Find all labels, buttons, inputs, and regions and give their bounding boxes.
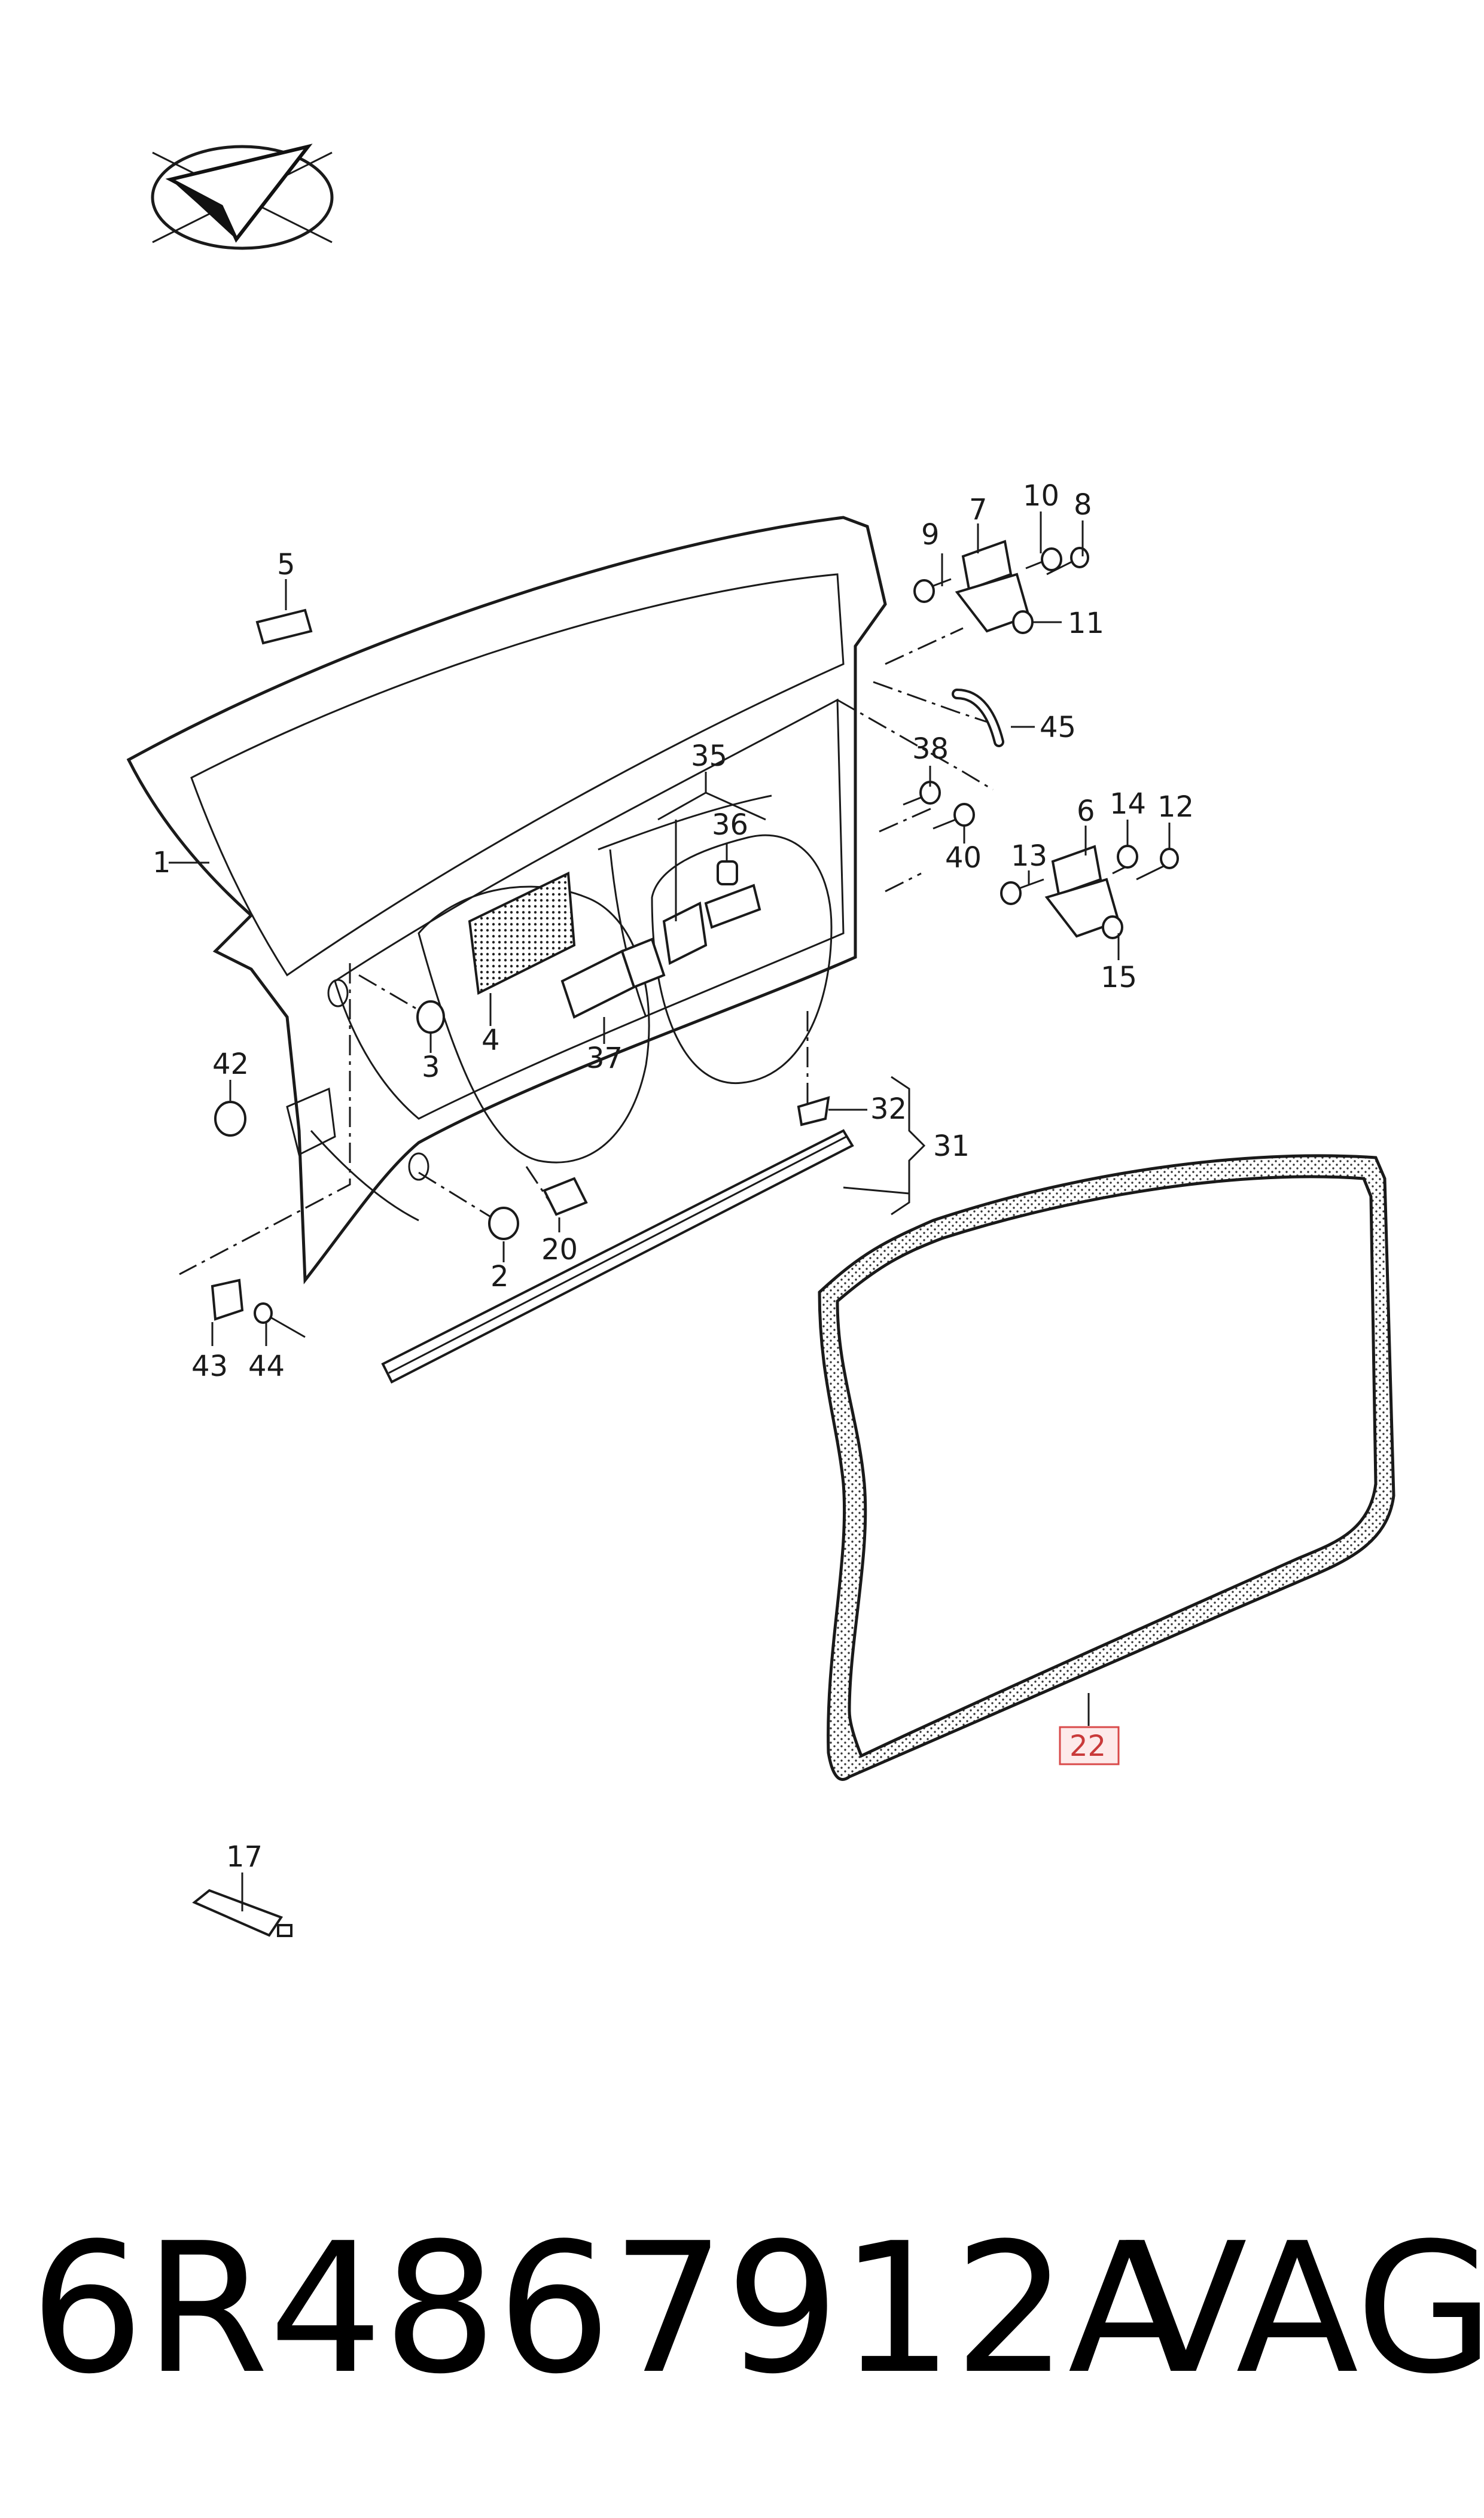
- label-sticker-part: [255, 608, 313, 645]
- lower-hinge-part: [1000, 845, 1179, 939]
- hose-part: [952, 689, 1004, 747]
- bolt-parts: [903, 781, 975, 830]
- callout-36: 36: [712, 808, 748, 842]
- callout-35: 35: [691, 739, 727, 773]
- callout-8: 8: [1074, 488, 1092, 522]
- callout-43: 43: [191, 1350, 228, 1383]
- callout-40: 40: [945, 841, 982, 875]
- callout-45: 45: [1040, 711, 1076, 744]
- orientation-logo-icon: [151, 144, 334, 250]
- callout-31: 31: [933, 1129, 970, 1163]
- bracket-parts: [211, 1278, 306, 1338]
- callout-9: 9: [921, 518, 940, 552]
- handle-assembly-part: [662, 860, 761, 966]
- clip-part: [797, 1096, 830, 1126]
- callout-12: 12: [1157, 790, 1194, 824]
- tailgate-panel: [126, 516, 887, 1284]
- adhesive-tube-part: [192, 1889, 292, 1937]
- grommet-parts: [214, 1000, 588, 1240]
- footer: 6R4867912A VAG: [0, 2202, 1484, 2453]
- callout-leaders: [169, 511, 1171, 1911]
- callout-3: 3: [422, 1051, 440, 1084]
- callout-42: 42: [212, 1048, 249, 1081]
- callout-44: 44: [248, 1350, 285, 1383]
- callout-17: 17: [226, 1840, 263, 1874]
- callout-14: 14: [1110, 787, 1146, 821]
- callout-15: 15: [1101, 961, 1137, 994]
- callout-6: 6: [1077, 794, 1095, 828]
- callout-38: 38: [912, 732, 949, 766]
- callout-7: 7: [969, 493, 988, 526]
- callout-11: 11: [1068, 607, 1104, 640]
- callout-22-highlight: 22: [1059, 1726, 1120, 1765]
- lock-module-part: [560, 937, 666, 1019]
- callout-10: 10: [1023, 479, 1059, 513]
- tailgate-seal-part: [818, 1154, 1395, 1781]
- sound-insulation-pad-part: [468, 871, 576, 995]
- callout-13: 13: [1011, 839, 1047, 873]
- callout-22: 22: [1069, 1730, 1106, 1763]
- callout-5: 5: [277, 548, 295, 581]
- part-number: 6R4867912A: [30, 2205, 1191, 2413]
- callout-20: 20: [541, 1233, 578, 1266]
- trim-strip-part: [381, 1129, 854, 1384]
- callout-37: 37: [586, 1042, 623, 1075]
- brand-name: VAG: [1125, 2205, 1484, 2413]
- callout-1: 1: [153, 846, 171, 879]
- upper-hinge-part: [913, 540, 1089, 634]
- callout-32: 32: [870, 1092, 907, 1126]
- callout-4: 4: [482, 1024, 500, 1057]
- callout-2: 2: [490, 1260, 509, 1293]
- callout-labels: 1 2 3 4 5 6 7 8 9 10 11 12 13 14 15 17 2…: [153, 479, 1194, 1874]
